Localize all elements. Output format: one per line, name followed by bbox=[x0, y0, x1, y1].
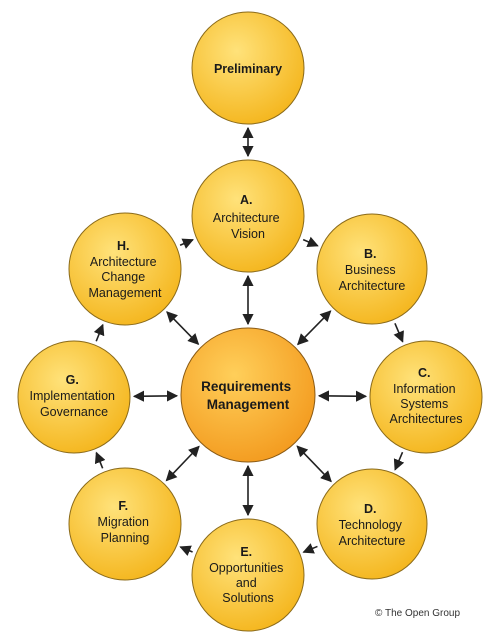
node-f-line-2: Planning bbox=[101, 531, 150, 545]
node-b-business-architecture[interactable]: B. Business Architecture bbox=[316, 213, 428, 325]
svg-text:F. Migration Plann: F. Migration Planning bbox=[98, 499, 153, 545]
preliminary-title: Preliminary bbox=[214, 62, 282, 76]
node-c-line-3: Architectures bbox=[390, 412, 463, 426]
node-d-line-2: Architecture bbox=[339, 534, 406, 548]
copyright-notice: © The Open Group bbox=[375, 608, 461, 619]
node-b-line-1: Business bbox=[345, 263, 396, 277]
node-a-architecture-vision[interactable]: A. Architecture Vision bbox=[191, 159, 305, 273]
node-e-title: E. bbox=[240, 545, 252, 559]
node-c-title: C. bbox=[418, 366, 431, 380]
svg-text:Requirements Management: Requirements Management bbox=[201, 379, 295, 412]
node-h-line-2: Change bbox=[101, 270, 145, 284]
link-center-f-arrow bbox=[165, 445, 200, 482]
node-e-opportunities-and-solutions[interactable]: E. Opportunities and Solutions bbox=[191, 518, 305, 632]
node-g-title: G. bbox=[66, 373, 79, 387]
node-requirements-management[interactable]: Requirements Management bbox=[180, 327, 316, 463]
node-d-technology-architecture[interactable]: D. Technology Architecture bbox=[316, 468, 428, 580]
node-d-title: D. bbox=[364, 502, 377, 516]
node-g-line-1: Implementation bbox=[30, 389, 116, 403]
node-g-implementation-governance[interactable]: G. Implementation Governance bbox=[17, 340, 131, 454]
node-f-migration-planning[interactable]: F. Migration Planning bbox=[68, 467, 182, 581]
link-f-g-arrow bbox=[94, 451, 106, 469]
svg-text:A. Architecture Vi: A. Architecture Vision bbox=[213, 193, 283, 241]
link-center-c-arrow bbox=[317, 390, 368, 402]
node-b-line-2: Architecture bbox=[339, 279, 406, 293]
svg-text:H. Architecture Ch: H. Architecture Change Management bbox=[89, 239, 162, 300]
node-h-architecture-change-management[interactable]: H. Architecture Change Management bbox=[68, 212, 182, 326]
link-a-b-arrow bbox=[302, 236, 319, 247]
center-line-2: Management bbox=[207, 397, 290, 412]
node-b-title: B. bbox=[364, 247, 377, 261]
node-h-line-1: Architecture bbox=[90, 255, 157, 269]
svg-text:E. Opportunities a: E. Opportunities and Solutions bbox=[209, 545, 287, 605]
node-e-line-1: Opportunities bbox=[209, 561, 283, 575]
node-c-line-1: Information bbox=[393, 382, 456, 396]
link-center-d-arrow bbox=[296, 445, 332, 483]
link-e-f-arrow bbox=[179, 545, 193, 557]
node-a-line-2: Vision bbox=[231, 227, 265, 241]
link-d-e-arrow bbox=[302, 543, 318, 554]
connectors bbox=[93, 126, 405, 557]
link-b-c-arrow bbox=[393, 323, 404, 343]
svg-text:Preliminary: Preliminary bbox=[214, 62, 282, 76]
link-center-b-arrow bbox=[297, 310, 332, 346]
node-a-title: A. bbox=[240, 193, 253, 207]
node-preliminary[interactable]: Preliminary bbox=[191, 11, 305, 125]
node-h-line-3: Management bbox=[89, 286, 162, 300]
node-f-line-1: Migration bbox=[98, 515, 149, 529]
node-e-line-3: Solutions bbox=[222, 591, 273, 605]
center-line-1: Requirements bbox=[201, 379, 291, 394]
node-g-line-2: Governance bbox=[40, 405, 108, 419]
svg-text:B. Business Archit: B. Business Architecture bbox=[339, 247, 406, 293]
link-g-h-arrow bbox=[93, 323, 105, 342]
node-c-information-systems-architectures[interactable]: C. Information Systems Architectures bbox=[369, 340, 483, 454]
node-f-title: F. bbox=[118, 499, 128, 513]
link-center-h-arrow bbox=[166, 311, 200, 345]
svg-text:G. Implementation: G. Implementation Governance bbox=[30, 373, 119, 419]
node-a-line-1: Architecture bbox=[213, 211, 280, 225]
svg-text:D. Technology Arch: D. Technology Architecture bbox=[339, 502, 406, 548]
node-d-line-1: Technology bbox=[339, 518, 403, 532]
link-c-d-arrow bbox=[393, 451, 405, 471]
node-e-line-2: and bbox=[236, 576, 257, 590]
node-c-line-2: Systems bbox=[400, 397, 448, 411]
svg-text:C. Information Sys: C. Information Systems Architectures bbox=[390, 366, 463, 426]
link-h-a-arrow bbox=[179, 238, 194, 249]
node-h-title: H. bbox=[117, 239, 130, 253]
